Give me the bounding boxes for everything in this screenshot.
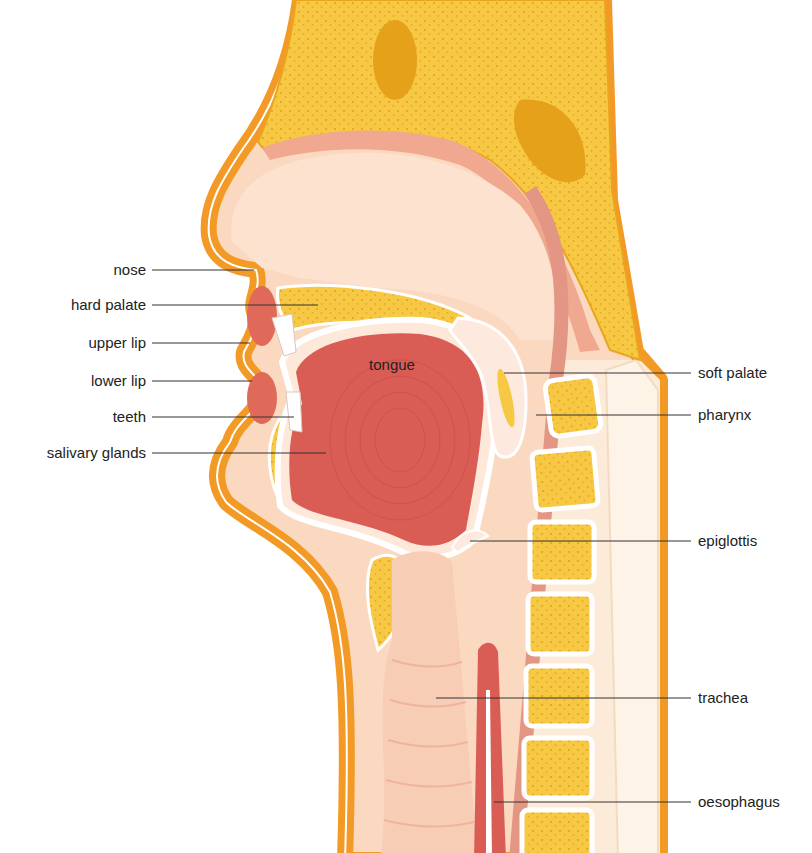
trachea xyxy=(380,551,478,853)
upper-teeth xyxy=(272,314,296,356)
part-label: epiglottis xyxy=(698,532,757,550)
spinal-canal xyxy=(606,360,658,853)
part-label: tongue xyxy=(369,356,415,374)
mouth-cavity xyxy=(278,320,498,558)
lower-lip xyxy=(247,372,277,424)
trachea-rings xyxy=(384,660,474,827)
oesophagus xyxy=(474,643,506,853)
part-label: teeth xyxy=(113,408,146,426)
skin xyxy=(209,0,660,853)
part-label: lower lip xyxy=(91,372,146,390)
part-label: trachea xyxy=(698,689,748,707)
nasal-cavity xyxy=(231,153,558,340)
part-label: hard palate xyxy=(71,296,146,314)
part-label: oesophagus xyxy=(698,793,780,811)
part-label: nose xyxy=(113,261,146,279)
tongue xyxy=(289,333,483,546)
leader-lines xyxy=(152,270,691,802)
soft-palate xyxy=(450,318,526,457)
vertebrae xyxy=(522,375,602,853)
part-label: pharynx xyxy=(698,406,751,424)
tongue-muscle-lines xyxy=(330,360,470,520)
frontal-sinus xyxy=(373,20,417,100)
oesophagus-lumen xyxy=(486,690,492,853)
upper-lip xyxy=(247,286,277,346)
lower-teeth xyxy=(286,392,302,432)
sphenoid-sinus xyxy=(514,100,586,183)
soft-palate-core xyxy=(494,367,518,428)
part-label: salivary glands xyxy=(47,444,146,462)
part-label: upper lip xyxy=(88,334,146,352)
spine-tissue xyxy=(512,360,660,853)
part-label: soft palate xyxy=(698,364,767,382)
